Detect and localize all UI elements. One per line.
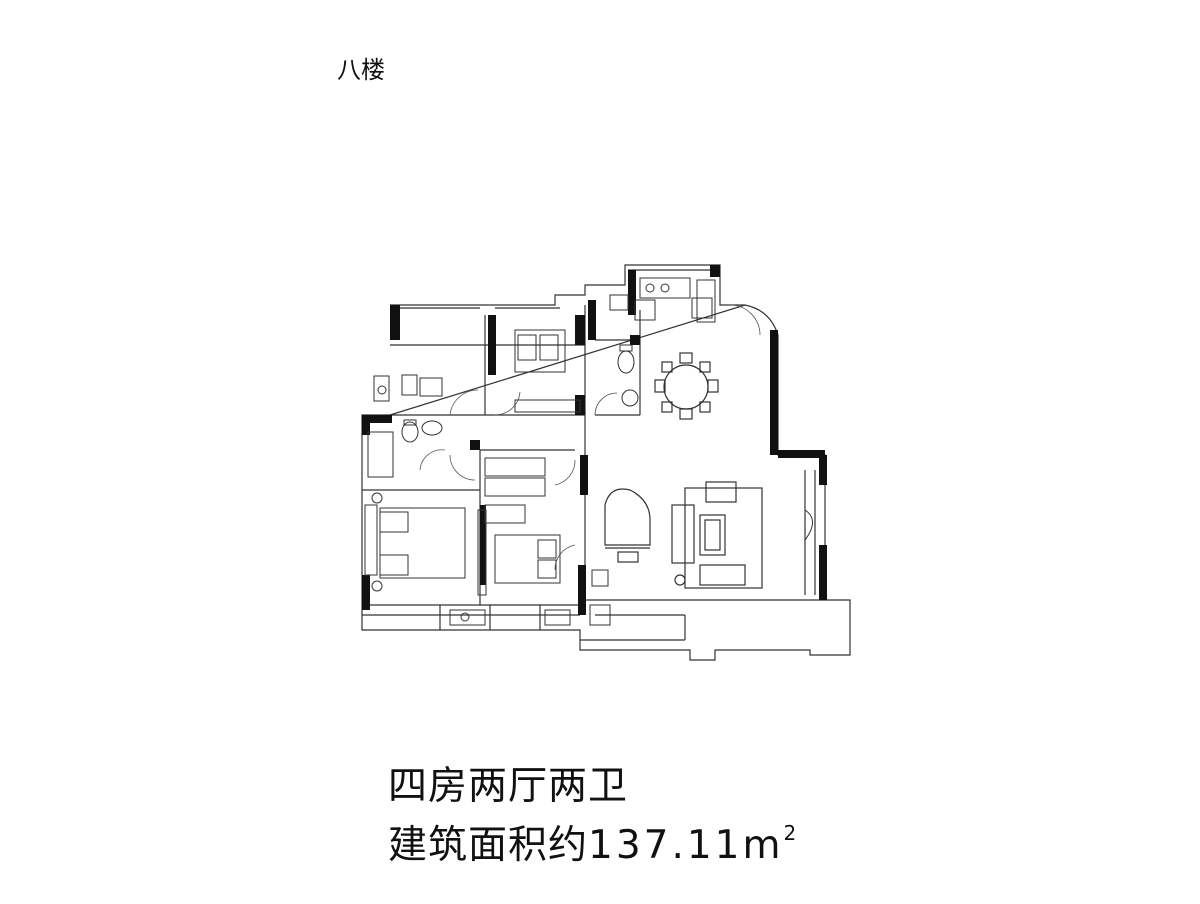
piano [604,488,651,563]
area-value: 137.11m [588,823,784,868]
area-prefix: 建筑面积约 [388,823,589,868]
floor-label: 八楼 [337,56,385,84]
area-line: 建筑面积约137.11m2 [388,812,797,871]
bedroom-beds [364,329,581,596]
plan-caption: 四房两厅两卫 建筑面积约137.11m2 [388,762,797,871]
outer-boundary [390,264,745,306]
sofa-set [671,481,763,589]
kitchen [609,277,716,323]
bathroom-fixtures [367,344,639,478]
layout-type: 四房两厅两卫 [388,764,629,809]
area-unit-sup: 2 [783,821,798,845]
dining-table [654,352,719,420]
